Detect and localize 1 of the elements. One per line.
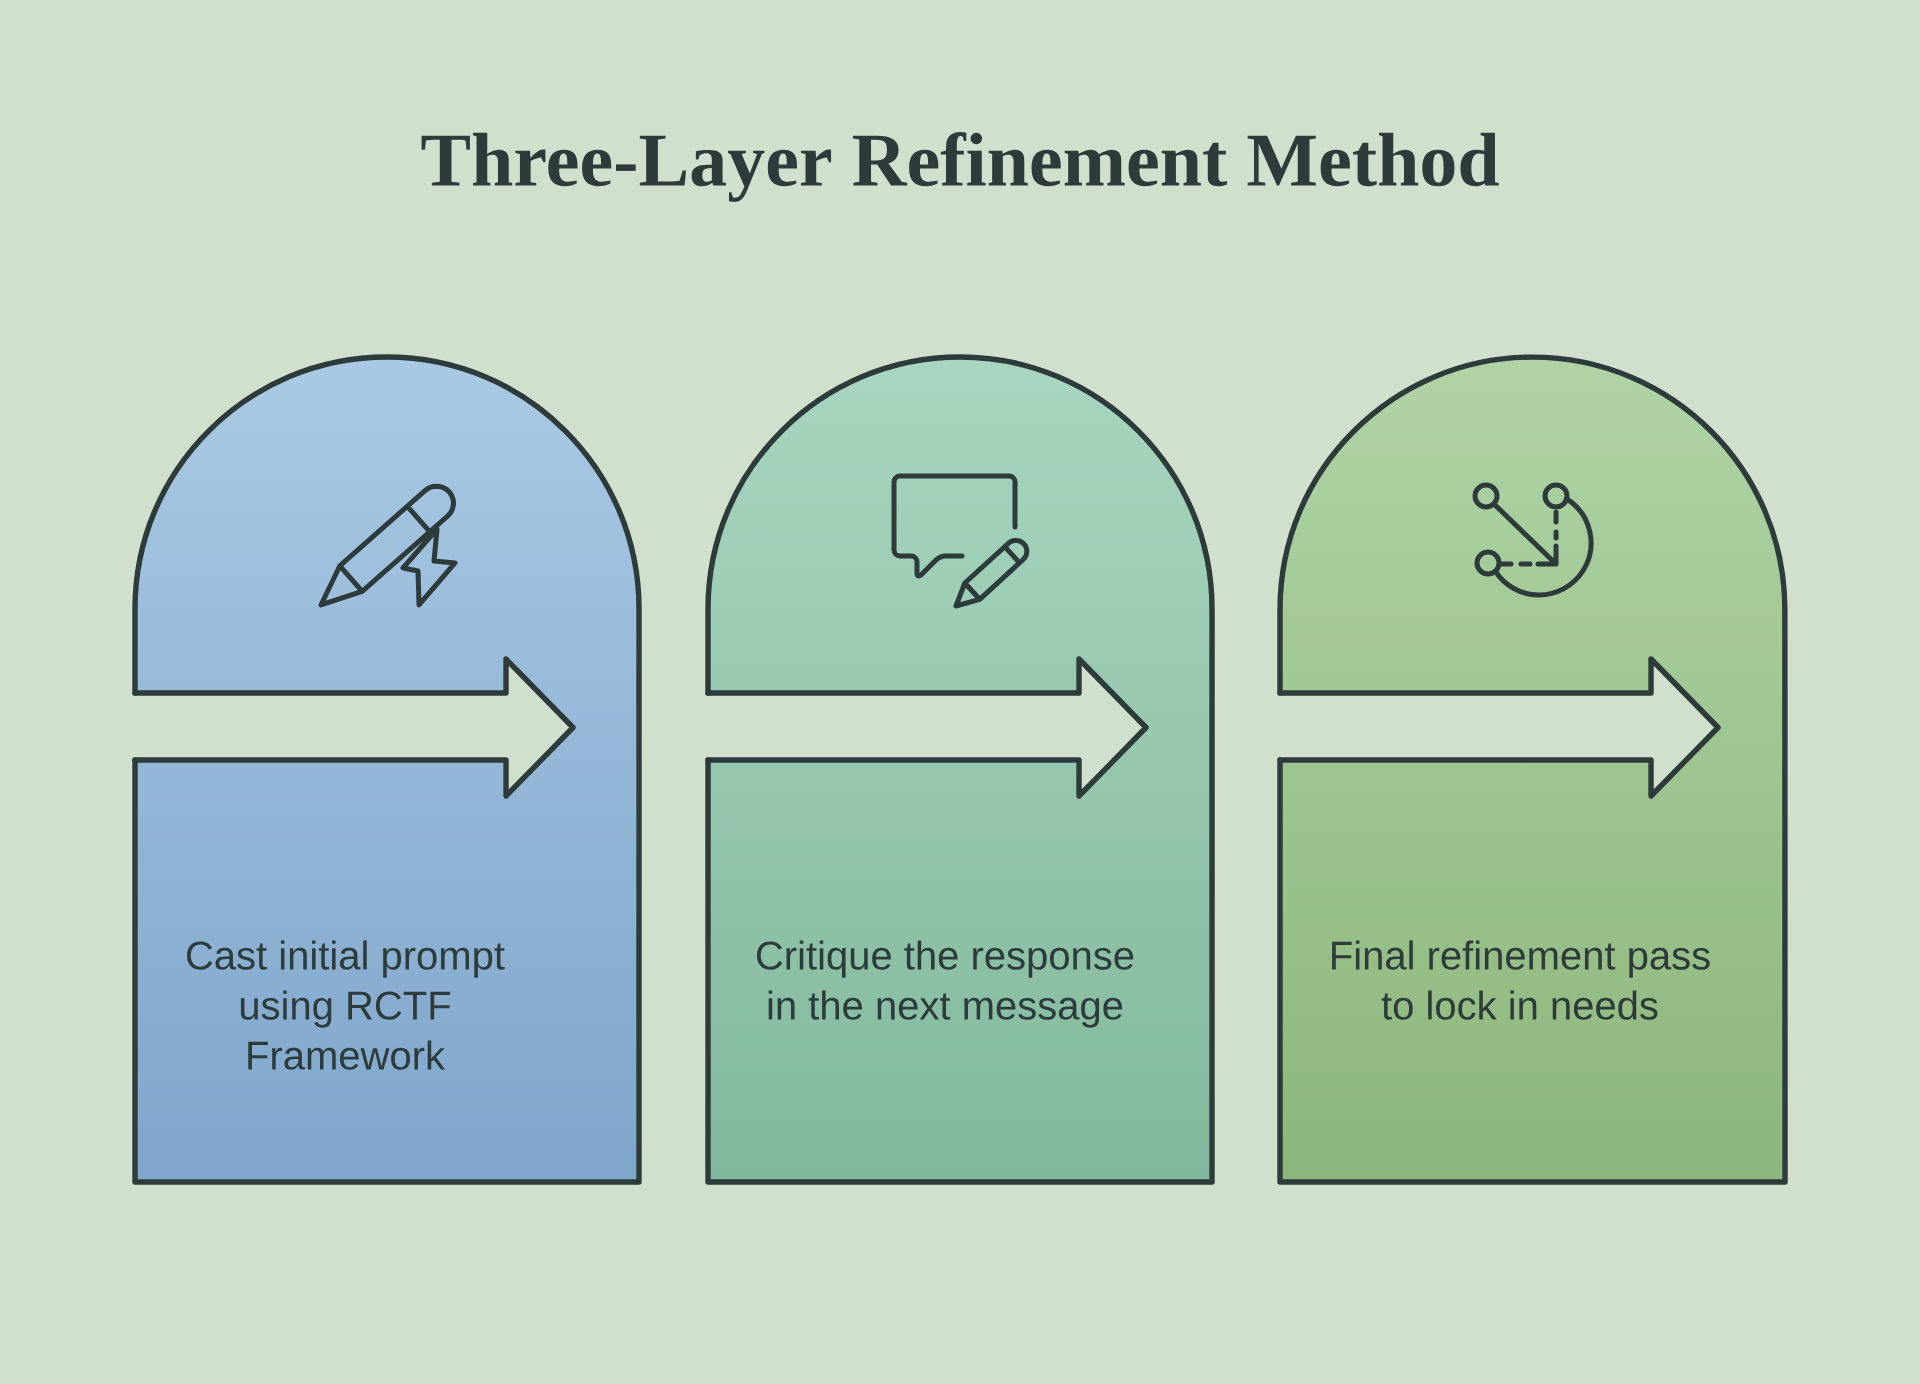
title: Three-Layer Refinement Method [421, 132, 1499, 202]
